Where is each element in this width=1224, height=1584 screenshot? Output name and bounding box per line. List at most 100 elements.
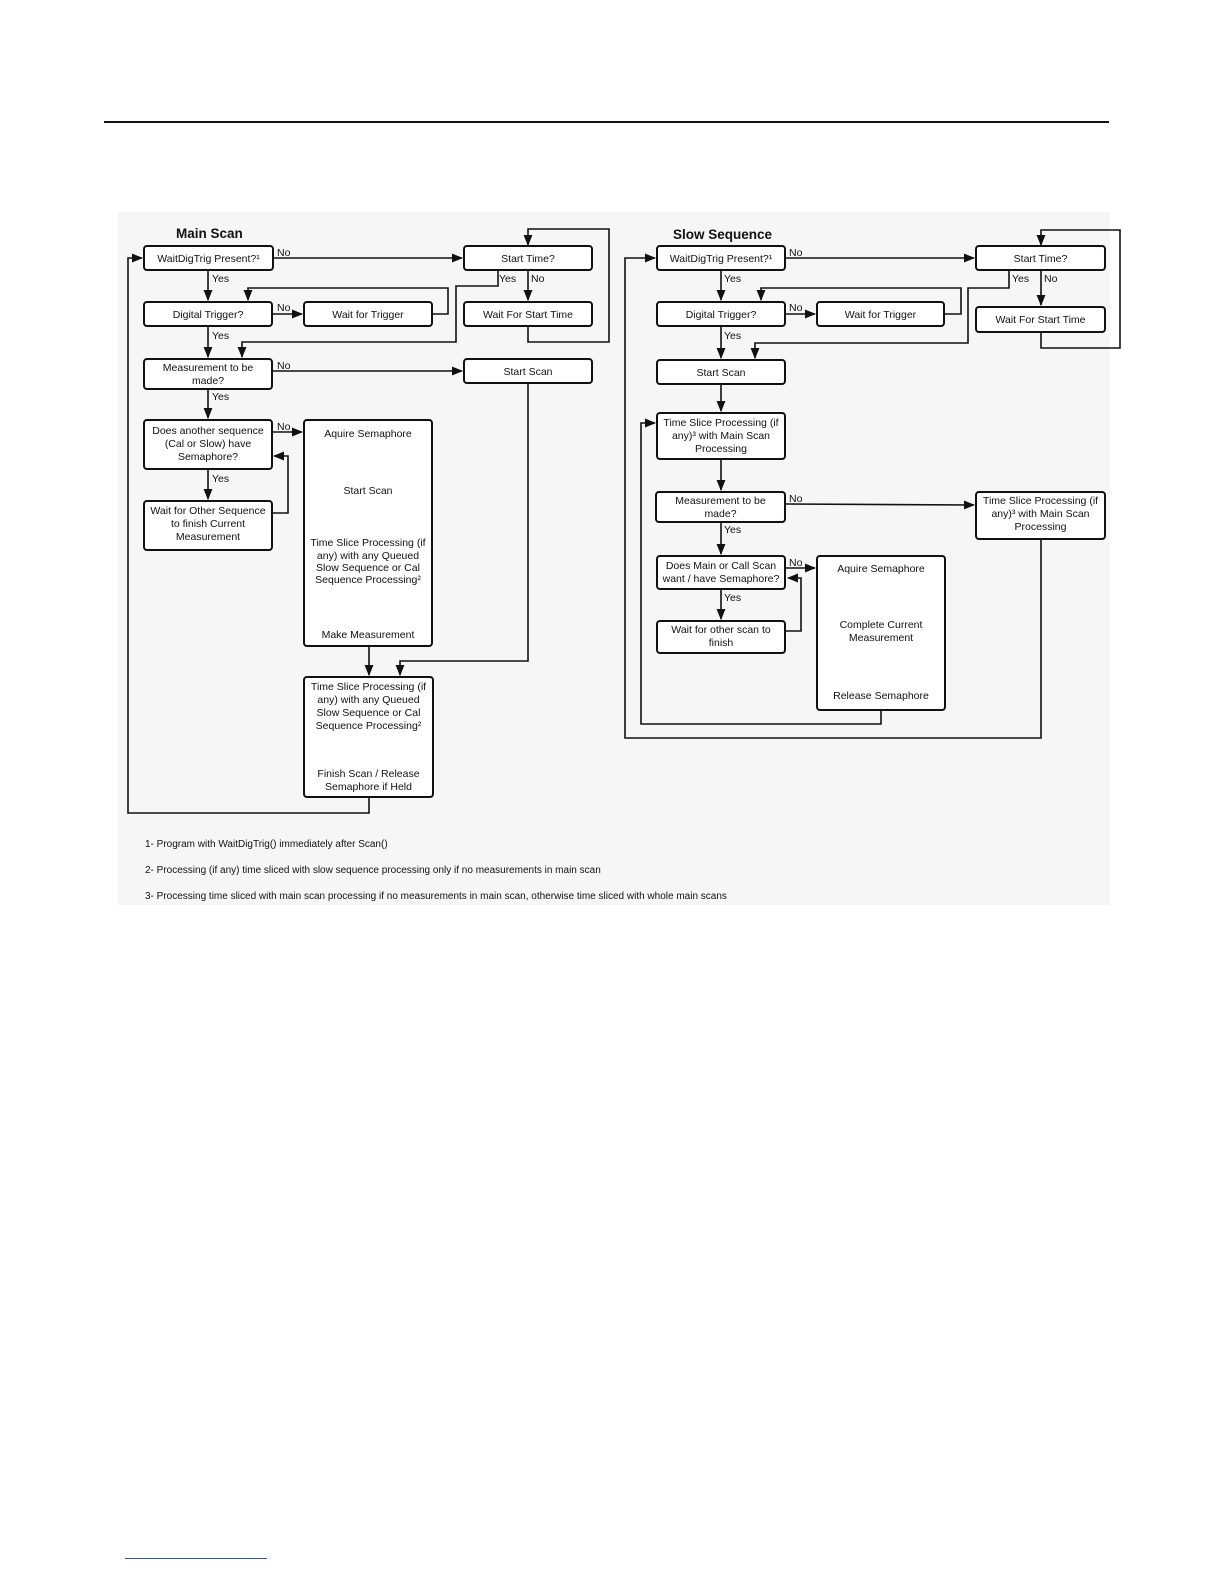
label-yes: Yes [724, 330, 741, 342]
slow-edge-loop-back [624, 253, 1042, 739]
svg-text:Processing: Processing [695, 443, 747, 455]
main-waitdigtrig-box: WaitDigTrig Present?¹ [143, 245, 274, 271]
svg-text:finish: finish [709, 637, 734, 649]
main-edge-startscan-to-finish [395, 383, 529, 677]
svg-text:WaitDigTrig Present?¹: WaitDigTrig Present?¹ [670, 253, 773, 265]
main-edge-wait-trigger-loop [243, 287, 449, 315]
svg-text:Processing: Processing [1015, 521, 1067, 533]
footnote-1: 1- Program with WaitDigTrig() immediatel… [145, 839, 388, 850]
slow-edge-labels: No Yes No Yes Yes No No Yes No Yes [724, 247, 1058, 604]
svg-text:Does Main or Call Scan: Does Main or Call Scan [666, 560, 776, 572]
main-scan-title: Main Scan [176, 226, 243, 241]
svg-text:any) with any Queued: any) with any Queued [317, 550, 419, 562]
svg-text:Semaphore?: Semaphore? [178, 451, 238, 463]
svg-text:made?: made? [704, 508, 736, 520]
label-no: No [277, 421, 291, 433]
svg-text:Finish Scan / Release: Finish Scan / Release [317, 768, 419, 780]
slow-wait-other-box: Wait for other scan to finish [656, 620, 786, 654]
slow-edge-measurement-no [785, 500, 976, 510]
slow-edge-release-loop [640, 418, 882, 725]
label-yes: Yes [724, 273, 741, 285]
svg-text:Wait For Start Time: Wait For Start Time [995, 314, 1085, 326]
svg-text:Wait for Trigger: Wait for Trigger [845, 309, 917, 321]
svg-text:Sequence Processing²: Sequence Processing² [316, 720, 422, 732]
svg-text:any)³ with Main Scan: any)³ with Main Scan [991, 508, 1089, 520]
slow-measurement-box: Measurement to be made? [655, 491, 786, 523]
svg-text:Semaphore if Held: Semaphore if Held [325, 781, 412, 793]
main-wait-trigger-box: Wait for Trigger [303, 301, 433, 327]
slow-waitdigtrig-box: WaitDigTrig Present?¹ [656, 245, 786, 271]
slow-start-time-box: Start Time? [975, 245, 1106, 271]
main-edge-labels: No Yes No Yes Yes No No Yes No Yes [212, 247, 545, 485]
label-no: No [277, 302, 291, 314]
slow-connectors [624, 229, 1121, 739]
svg-text:Wait for other scan to: Wait for other scan to [671, 624, 771, 636]
label-yes: Yes [212, 473, 229, 485]
label-yes: Yes [212, 330, 229, 342]
main-wait-other-box: Wait for Other Sequence to finish Curren… [143, 500, 273, 551]
main-start-scan-box: Start Scan [463, 358, 593, 384]
label-no: No [1044, 273, 1058, 285]
slow-edge-starttime-yes [750, 270, 1010, 360]
svg-text:Time Slice Processing (if: Time Slice Processing (if [311, 681, 426, 693]
label-no: No [789, 493, 803, 505]
slow-wait-trigger-box: Wait for Trigger [816, 301, 945, 327]
svg-text:made?: made? [192, 375, 224, 387]
main-another-sequence-box: Does another sequence (Cal or Slow) have… [143, 419, 273, 470]
main-start-time-box: Start Time? [463, 245, 593, 271]
label-no: No [789, 302, 803, 314]
svg-text:Digital Trigger?: Digital Trigger? [173, 309, 244, 321]
label-no: No [789, 247, 803, 259]
svg-text:Start Time?: Start Time? [501, 253, 555, 265]
slow-semaphore-block: Aquire Semaphore Complete Current Measur… [816, 555, 946, 711]
slow-edge-wait-other-loop [786, 573, 802, 632]
svg-text:Sequence Processing²: Sequence Processing² [315, 574, 421, 586]
slow-digital-trigger-box: Digital Trigger? [656, 301, 786, 327]
main-semaphore-block: Aquire Semaphore Start Scan Time Slice P… [303, 419, 433, 647]
svg-text:to finish Current: to finish Current [171, 518, 245, 530]
svg-text:Wait For Start Time: Wait For Start Time [483, 309, 573, 321]
slow-edge-wait-start-loop [1036, 229, 1121, 349]
label-yes: Yes [1012, 273, 1029, 285]
svg-text:Start Time?: Start Time? [1014, 253, 1068, 265]
svg-text:any)³ with Main Scan: any)³ with Main Scan [672, 430, 770, 442]
svg-text:any) with any Queued: any) with any Queued [317, 694, 419, 706]
main-wait-start-time-box: Wait For Start Time [463, 301, 593, 327]
svg-text:Measurement: Measurement [176, 531, 240, 543]
svg-text:Aquire Semaphore: Aquire Semaphore [324, 428, 412, 440]
svg-text:Measurement to be: Measurement to be [675, 495, 766, 507]
svg-text:Make Measurement: Make Measurement [322, 629, 415, 641]
svg-text:Time Slice Processing (if: Time Slice Processing (if [310, 537, 425, 549]
main-edge-starttime-yes [237, 270, 499, 359]
svg-text:want / have Semaphore?: want / have Semaphore? [662, 573, 780, 585]
slow-time-slice-right-box: Time Slice Processing (if any)³ with Mai… [975, 491, 1106, 540]
label-no: No [277, 247, 291, 259]
label-yes: Yes [724, 592, 741, 604]
slow-wait-start-time-box: Wait For Start Time [975, 306, 1106, 333]
header-rule [104, 121, 1109, 123]
slow-start-scan-box: Start Scan [656, 359, 786, 385]
svg-text:Digital Trigger?: Digital Trigger? [686, 309, 757, 321]
slow-edge-wait-trigger-loop [756, 287, 962, 315]
main-measurement-box: Measurement to be made? [143, 358, 273, 390]
label-yes: Yes [724, 524, 741, 536]
svg-text:Slow Sequence or Cal: Slow Sequence or Cal [316, 562, 420, 574]
main-digital-trigger-box: Digital Trigger? [143, 301, 273, 327]
svg-text:Release Semaphore: Release Semaphore [833, 690, 929, 702]
label-yes: Yes [212, 391, 229, 403]
slow-time-slice-box: Time Slice Processing (if any)³ with Mai… [656, 412, 786, 460]
svg-text:Measurement: Measurement [849, 632, 913, 644]
svg-text:Wait for Other Sequence: Wait for Other Sequence [150, 505, 265, 517]
label-yes: Yes [212, 273, 229, 285]
slow-sequence-title: Slow Sequence [673, 227, 773, 242]
svg-text:Slow Sequence or Cal: Slow Sequence or Cal [317, 707, 421, 719]
label-no: No [531, 273, 545, 285]
svg-text:Start Scan: Start Scan [343, 485, 392, 497]
label-no: No [789, 557, 803, 569]
svg-text:Complete Current: Complete Current [840, 619, 923, 631]
main-edge-wait-start-loop [523, 228, 610, 343]
svg-text:Measurement to be: Measurement to be [163, 362, 254, 374]
label-yes: Yes [499, 273, 516, 285]
main-connectors [127, 228, 610, 814]
